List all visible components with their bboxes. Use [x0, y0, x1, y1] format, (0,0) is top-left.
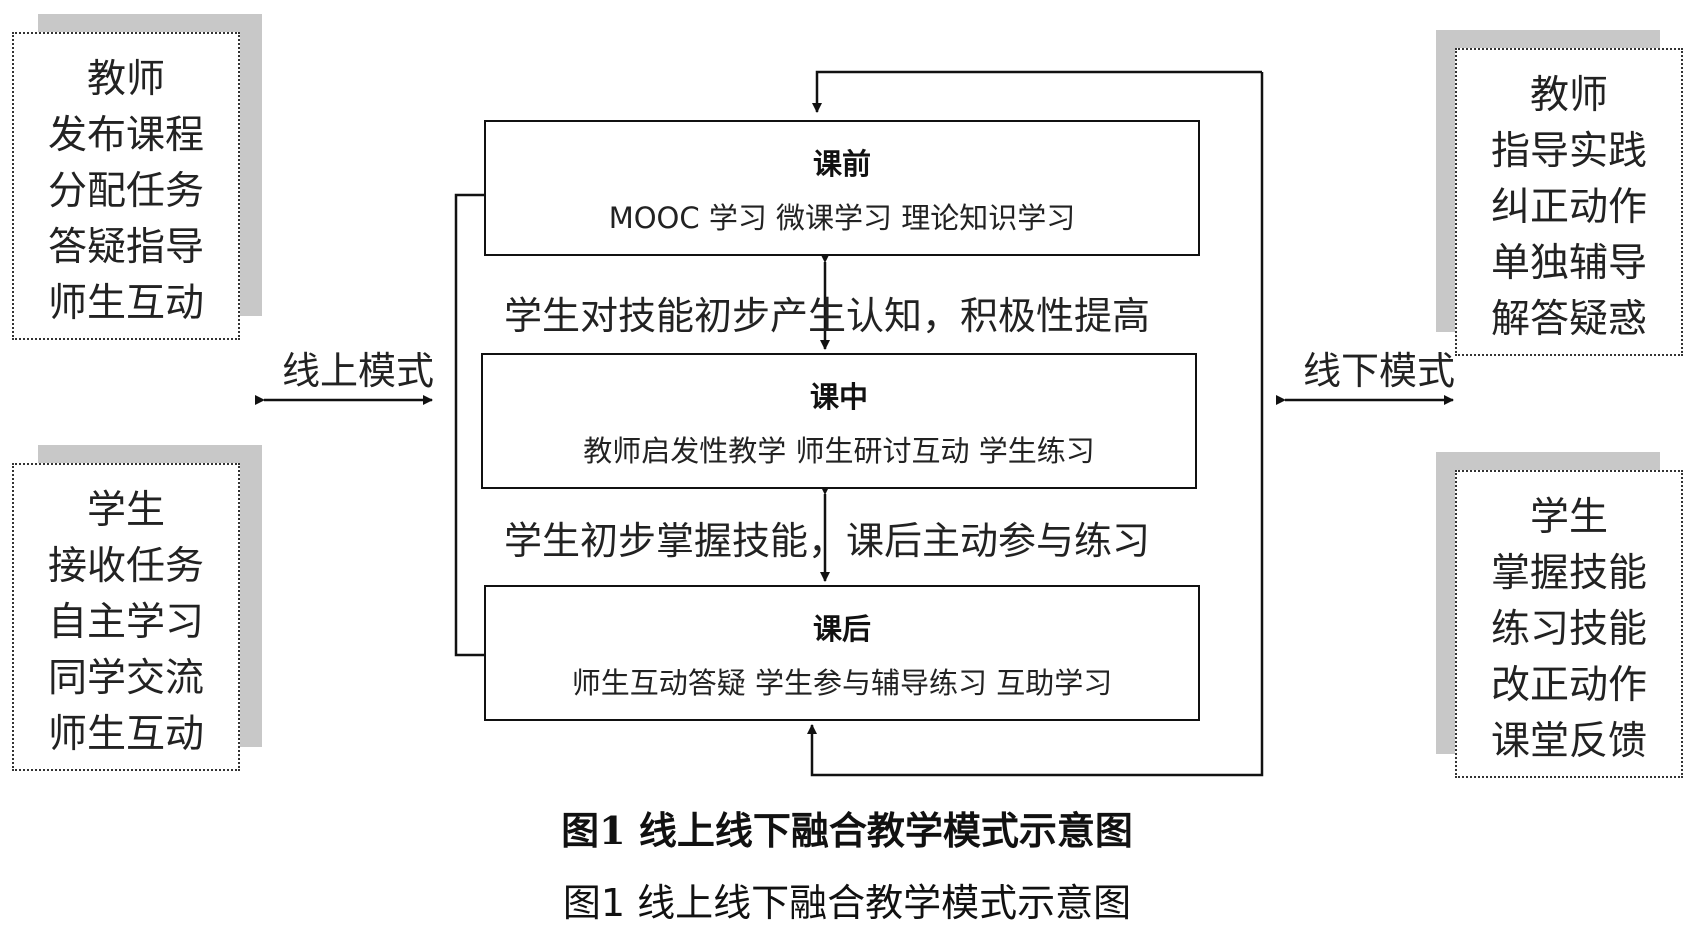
figure-caption: 图1 线上线下融合教学模式示意图 [562, 881, 1132, 925]
stage-title: 课前 [812, 147, 871, 181]
left-bracket-line [454, 193, 486, 657]
offline-student-box: 学生 掌握技能 练习技能 改正动作 课堂反馈 [1455, 470, 1683, 778]
offline-teacher-line: 单独辅导 [1490, 241, 1647, 286]
online-student-line: 师生互动 [47, 712, 204, 757]
stage-in-class: 课中 教师启发性教学 师生研讨互动 学生练习 [481, 353, 1197, 489]
offline-student-line: 课堂反馈 [1490, 719, 1647, 764]
online-student-line: 同学交流 [47, 656, 204, 701]
online-student-box: 学生 接收任务 自主学习 同学交流 师生互动 [12, 463, 240, 771]
figure-caption-bold: 图1 线上线下融合教学模式示意图 [561, 808, 1133, 853]
online-teacher-line: 答疑指导 [47, 225, 204, 270]
transition-note-2: 学生初步掌握技能，课后主动参与练习 [504, 519, 1151, 563]
offline-teacher-line: 指导实践 [1490, 129, 1647, 174]
stage-items: 教师启发性教学 师生研讨互动 学生练习 [583, 434, 1095, 468]
stage-items: 师生互动答疑 学生参与辅导练习 互助学习 [571, 666, 1113, 700]
online-teacher-line: 发布课程 [47, 113, 204, 158]
offline-student-line: 改正动作 [1490, 663, 1647, 708]
offline-teacher-line: 纠正动作 [1490, 185, 1647, 230]
online-teacher-line: 教师 [86, 57, 165, 102]
offline-mode-label: 线下模式 [1303, 349, 1456, 393]
stage-post-class: 课后 师生互动答疑 学生参与辅导练习 互助学习 [484, 585, 1200, 721]
offline-teacher-line: 教师 [1529, 73, 1608, 118]
online-teacher-box: 教师 发布课程 分配任务 答疑指导 师生互动 [12, 32, 240, 340]
online-mode-label: 线上模式 [282, 349, 435, 393]
online-student-line: 学生 [86, 488, 165, 533]
offline-teacher-box: 教师 指导实践 纠正动作 单独辅导 解答疑惑 [1455, 48, 1683, 356]
stage-title: 课后 [812, 612, 871, 646]
offline-student-line: 学生 [1529, 495, 1608, 540]
online-teacher-line: 师生互动 [47, 281, 204, 326]
loop-line-bottom [807, 72, 1264, 777]
transition-note-1: 学生对技能初步产生认知，积极性提高 [504, 294, 1151, 338]
offline-student-line: 掌握技能 [1490, 551, 1647, 596]
stage-items: MOOC 学习 微课学习 理论知识学习 [608, 201, 1076, 235]
offline-teacher-line: 解答疑惑 [1490, 297, 1647, 342]
loop-line-right [812, 70, 1262, 113]
stage-pre-class: 课前 MOOC 学习 微课学习 理论知识学习 [484, 120, 1200, 256]
offline-student-line: 练习技能 [1490, 607, 1647, 652]
online-student-line: 自主学习 [47, 600, 204, 645]
stage-title: 课中 [809, 380, 868, 414]
online-student-line: 接收任务 [47, 544, 204, 589]
online-teacher-line: 分配任务 [47, 169, 204, 214]
